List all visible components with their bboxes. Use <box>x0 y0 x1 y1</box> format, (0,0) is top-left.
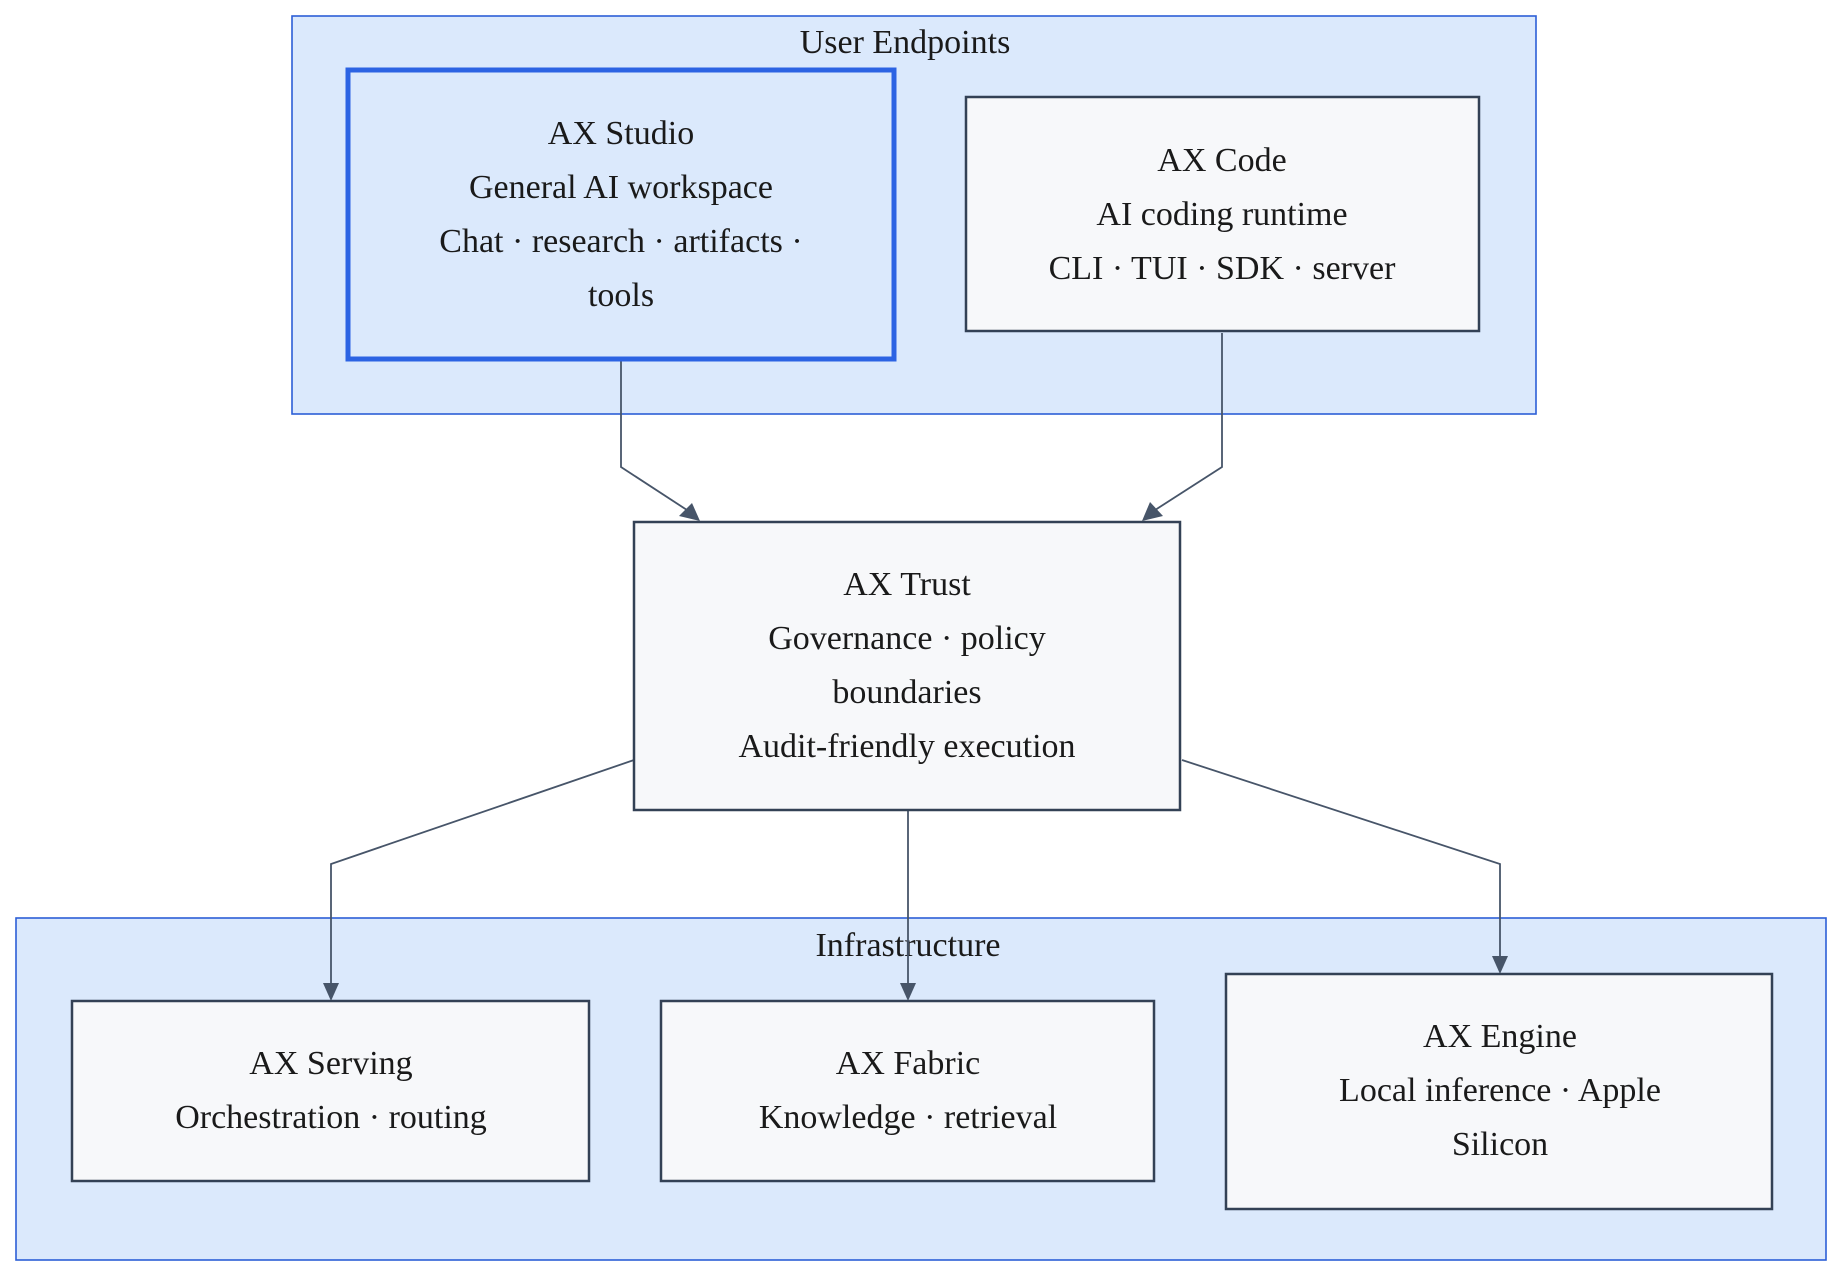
edge-studio-to-trust <box>620 361 691 513</box>
arrowhead-trust-to-fabric <box>900 983 916 1001</box>
node-ax-trust-line: Audit-friendly execution <box>738 728 1075 765</box>
node-ax-studio-line: tools <box>588 277 654 314</box>
node-ax-fabric-box[interactable] <box>659 999 1156 1183</box>
node-ax-serving-title: AX Serving <box>249 1045 412 1082</box>
node-ax-fabric-line: Knowledge · retrieval <box>759 1099 1057 1136</box>
node-ax-code-line: AI coding runtime <box>1096 196 1347 233</box>
node-ax-engine-title: AX Engine <box>1423 1018 1577 1055</box>
cluster-user-endpoints-label: User Endpoints <box>800 24 1011 61</box>
edge-trust-to-engine <box>1181 759 1501 961</box>
node-ax-fabric[interactable]: AX Fabric Knowledge · retrieval <box>659 999 1156 1183</box>
arrowhead-trust-to-engine <box>1492 956 1508 974</box>
node-ax-trust-line: boundaries <box>832 674 981 711</box>
node-ax-studio[interactable]: AX Studio General AI workspace Chat · re… <box>345 67 897 362</box>
node-ax-trust-line: Governance · policy <box>768 620 1046 657</box>
arrowhead-trust-to-serving <box>323 983 339 1001</box>
node-ax-serving[interactable]: AX Serving Orchestration · routing <box>70 999 591 1183</box>
node-ax-trust[interactable]: AX Trust Governance · policy boundaries … <box>632 520 1182 812</box>
node-ax-code-line: CLI · TUI · SDK · server <box>1049 250 1397 287</box>
node-ax-engine[interactable]: AX Engine Local inference · Apple Silico… <box>1224 972 1774 1211</box>
node-ax-fabric-title: AX Fabric <box>836 1045 980 1082</box>
node-ax-studio-line: Chat · research · artifacts · <box>439 223 802 260</box>
node-ax-trust-box[interactable] <box>632 520 1182 812</box>
node-ax-engine-box[interactable] <box>1224 972 1774 1211</box>
edge-code-to-trust <box>1151 333 1223 513</box>
node-ax-trust-title: AX Trust <box>843 566 971 603</box>
node-ax-engine-line: Local inference · Apple <box>1339 1072 1661 1109</box>
node-ax-code[interactable]: AX Code AI coding runtime CLI · TUI · SD… <box>964 95 1481 333</box>
arrowhead-code-to-trust <box>1142 502 1163 521</box>
node-ax-engine-line: Silicon <box>1452 1126 1548 1163</box>
node-ax-code-title: AX Code <box>1157 142 1286 179</box>
node-ax-studio-title: AX Studio <box>548 115 694 152</box>
node-ax-code-box[interactable] <box>964 95 1481 333</box>
arrowhead-studio-to-trust <box>679 503 700 521</box>
node-ax-studio-line: General AI workspace <box>469 169 773 206</box>
edge-trust-to-serving <box>330 759 635 988</box>
node-ax-serving-line: Orchestration · routing <box>175 1099 487 1136</box>
edges <box>323 333 1508 1001</box>
node-ax-serving-box[interactable] <box>70 999 591 1183</box>
node-ax-studio-box[interactable] <box>345 67 897 362</box>
